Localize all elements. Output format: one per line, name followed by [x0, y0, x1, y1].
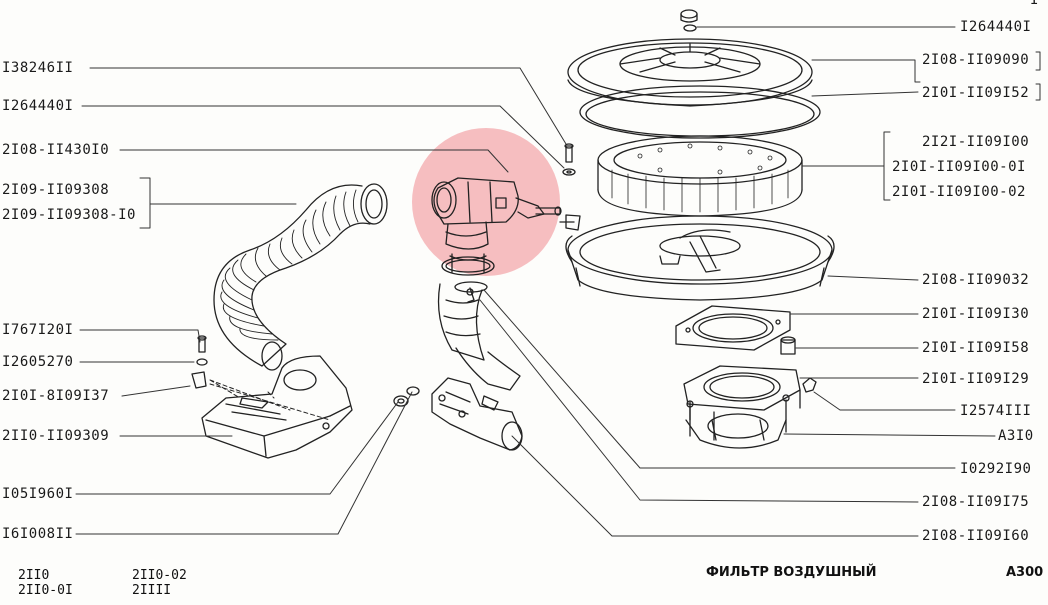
air-inlet-duct [201, 355, 353, 459]
label-part-r12: A3I0 [998, 428, 1034, 444]
intake-pipe [431, 377, 523, 451]
label-part-r2: 2I08-II09090 [922, 52, 1030, 68]
label-part-r9: 2I0I-II09I58 [922, 340, 1030, 356]
bushing [780, 336, 796, 355]
label-part-r3: 2I0I-II09I52 [922, 85, 1030, 101]
label-part-r8: 2I0I-II09I30 [922, 306, 1030, 322]
label-part-r14: 2I08-II09I75 [922, 494, 1030, 510]
label-brackets [1035, 51, 1041, 101]
label-part-l10: I05I960I [2, 486, 74, 502]
label-part-r6: 2I0I-II09I00-02 [892, 184, 1026, 200]
bolt-and-washer [562, 143, 576, 176]
bracket-clip [559, 214, 581, 231]
highlight-circle [412, 128, 560, 276]
label-part-l3: 2I08-II430I0 [2, 142, 110, 158]
label-part-l6: I767I20I [2, 322, 74, 338]
resonator-elbow [431, 177, 562, 250]
clamp-ring [441, 253, 495, 276]
label-part-r4: 2I2I-II09I00 [922, 134, 1030, 150]
label-part-l7: I2605270 [2, 354, 74, 370]
filter-cover [567, 38, 813, 107]
top-wing-nut [680, 9, 698, 32]
label-top-cut: I [1030, 0, 1039, 8]
adapter-plate [683, 365, 801, 421]
diagram-code: А300 [1006, 565, 1044, 580]
label-part-l2: I264440I [2, 98, 74, 114]
washers-middle [393, 386, 420, 407]
model-code-1: 2II0 [18, 568, 50, 583]
stud-nut [802, 377, 817, 393]
label-part-r11: I2574III [960, 403, 1032, 419]
housing-gasket [675, 305, 791, 351]
label-part-r13: I0292I90 [960, 461, 1032, 477]
filter-housing [565, 215, 835, 301]
label-part-l9: 2II0-II09309 [2, 428, 110, 444]
label-part-r15: 2I08-II09I60 [922, 528, 1030, 544]
assembly-dashes [209, 379, 331, 421]
model-code-3: 2II0-02 [132, 568, 187, 583]
label-part-l1: I38246II [2, 60, 74, 76]
model-code-4: 2IIII [132, 583, 172, 598]
corrugated-hose [213, 183, 388, 371]
label-part-l4: 2I09-II09308 [2, 182, 110, 198]
label-part-r1: I264440I [960, 19, 1032, 35]
diagram-title: ФИЛЬТР ВОЗДУШНЫЙ [706, 565, 877, 580]
leader-lines [75, 26, 996, 537]
throttle-body [685, 394, 790, 449]
label-part-r7: 2I08-II09032 [922, 272, 1030, 288]
label-part-l5: 2I09-II09308-I0 [2, 207, 136, 223]
filter-element [597, 135, 803, 217]
label-part-l11: I6I008II [2, 526, 74, 542]
clip-bolt-washer-left [191, 335, 208, 389]
filter-gasket [579, 85, 821, 139]
model-code-2: 2II0-0I [18, 583, 73, 598]
label-part-r5: 2I0I-II09I00-0I [892, 159, 1026, 175]
short-hose [437, 281, 521, 391]
label-part-r10: 2I0I-II09I29 [922, 371, 1030, 387]
label-part-l8: 2I0I-8I09I37 [2, 388, 110, 404]
